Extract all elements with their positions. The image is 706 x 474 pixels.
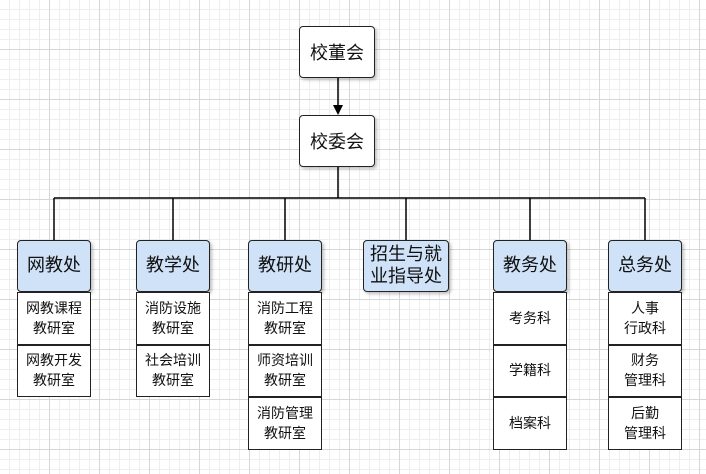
unit-box: 财务 管理科 bbox=[608, 345, 682, 397]
school-board-label: 校董会 bbox=[310, 43, 364, 64]
unit-label: 财务 管理科 bbox=[624, 353, 666, 389]
unit-box: 社会培训 教研室 bbox=[136, 345, 210, 397]
unit-label: 消防管理 教研室 bbox=[257, 405, 313, 442]
unit-box: 学籍科 bbox=[493, 345, 567, 397]
unit-label: 消防工程 教研室 bbox=[257, 300, 313, 337]
department-label: 总务处 bbox=[618, 255, 672, 276]
unit-box: 网教开发 教研室 bbox=[17, 345, 91, 397]
unit-label: 后勤 管理科 bbox=[624, 405, 666, 442]
department-box-3: 教研处 bbox=[248, 240, 322, 292]
school-committee-box: 校委会 bbox=[299, 115, 375, 167]
unit-box: 消防管理 教研室 bbox=[248, 397, 322, 450]
unit-box: 消防设施 教研室 bbox=[136, 292, 210, 345]
school-board-box: 校董会 bbox=[299, 26, 375, 78]
school-committee-label: 校委会 bbox=[310, 132, 364, 153]
unit-box: 人事 行政科 bbox=[608, 292, 682, 345]
unit-box: 师资培训 教研室 bbox=[248, 345, 322, 397]
unit-label: 网教课程 教研室 bbox=[26, 300, 82, 337]
department-box-1: 网教处 bbox=[17, 240, 91, 292]
unit-box: 档案科 bbox=[493, 397, 567, 450]
department-label: 招生与就 业指导处 bbox=[370, 244, 442, 287]
unit-label: 网教开发 教研室 bbox=[26, 353, 82, 389]
department-label: 教学处 bbox=[146, 255, 200, 276]
unit-label: 消防设施 教研室 bbox=[145, 300, 201, 337]
unit-box: 考务科 bbox=[493, 292, 567, 345]
department-label: 教研处 bbox=[258, 255, 312, 276]
unit-label: 师资培训 教研室 bbox=[257, 353, 313, 389]
department-label: 网教处 bbox=[27, 255, 81, 276]
department-label: 教务处 bbox=[503, 255, 557, 276]
department-box-4: 招生与就 业指导处 bbox=[363, 240, 449, 292]
unit-label: 人事 行政科 bbox=[624, 300, 666, 337]
department-box-6: 总务处 bbox=[608, 240, 682, 292]
unit-label: 考务科 bbox=[509, 310, 551, 327]
unit-label: 档案科 bbox=[509, 415, 551, 432]
unit-box: 网教课程 教研室 bbox=[17, 292, 91, 345]
department-box-5: 教务处 bbox=[493, 240, 567, 292]
department-box-2: 教学处 bbox=[136, 240, 210, 292]
unit-box: 后勤 管理科 bbox=[608, 397, 682, 450]
unit-label: 社会培训 教研室 bbox=[145, 353, 201, 389]
unit-label: 学籍科 bbox=[509, 363, 551, 379]
unit-box: 消防工程 教研室 bbox=[248, 292, 322, 345]
